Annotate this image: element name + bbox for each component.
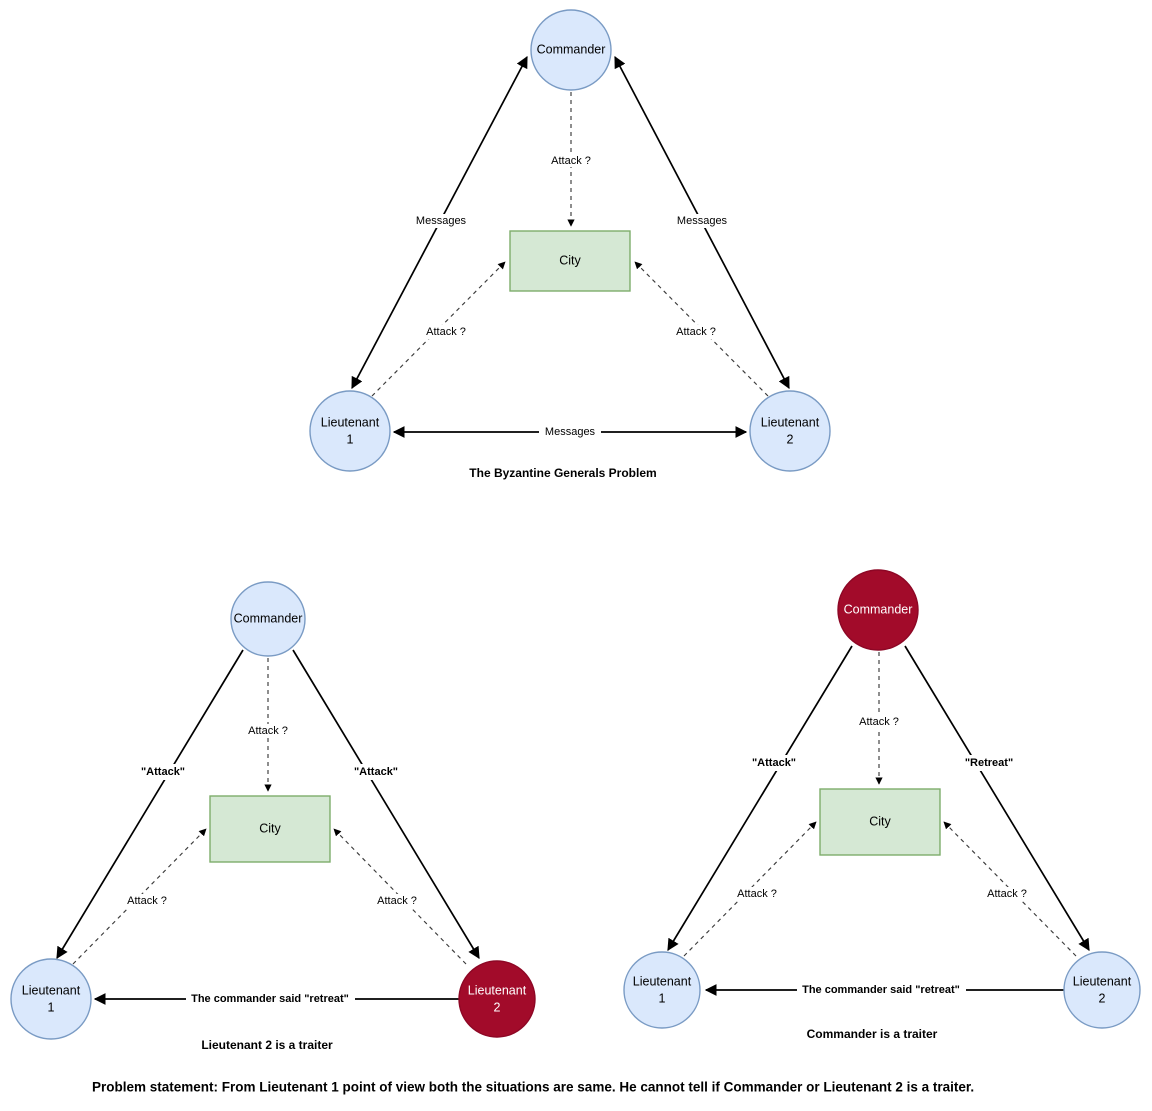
br-edge-commander-to-lieutenant1: "Attack": [667, 645, 853, 952]
br-edge-lieutenant2-to-city: Attack ?: [943, 821, 1077, 957]
br-edge-label-commander-city: Attack ?: [859, 716, 899, 728]
edge-lieutenant2-commander: Messages: [614, 55, 790, 390]
bl-edge-label-retreat: The commander said "retreat": [191, 993, 349, 1005]
bl-edge-commander-to-lieutenant2: "Attack": [292, 649, 480, 960]
node-label-lieutenant2-line2: 2: [787, 432, 794, 446]
br-node-label-city: City: [869, 814, 891, 828]
bl-node-label-commander: Commander: [234, 611, 303, 625]
node-lieutenant2-top[interactable]: Lieutenant 2: [749, 390, 831, 472]
caption-bottom-left-diagram: Lieutenant 2 is a traiter: [201, 1038, 333, 1052]
node-label-lieutenant2-line1: Lieutenant: [761, 415, 820, 429]
br-node-label-commander: Commander: [844, 602, 913, 616]
bl-node-label-lieutenant1-line2: 1: [48, 1000, 55, 1014]
edge-label-lt-messages: Messages: [545, 426, 596, 438]
br-edge-commander-to-city: Attack ?: [854, 652, 904, 785]
br-edge-label-retreat-edge: "Retreat": [965, 757, 1013, 769]
br-node-label-lieutenant1-line1: Lieutenant: [633, 974, 692, 988]
br-node-commander[interactable]: Commander: [837, 569, 919, 651]
node-label-commander: Commander: [537, 42, 606, 56]
edge-label-lt2-city: Attack ?: [676, 326, 716, 338]
bottom-left-diagram: Attack ? "Attack" "Attack" Attack ?: [10, 581, 536, 1052]
bl-node-label-lieutenant2-line1: Lieutenant: [468, 983, 527, 997]
node-lieutenant1-top[interactable]: Lieutenant 1: [309, 390, 391, 472]
bl-node-label-lieutenant2-line2: 2: [494, 1000, 501, 1014]
br-node-city[interactable]: City: [819, 788, 941, 856]
edge-lieutenant1-lieutenant2: Messages: [392, 425, 748, 439]
bl-edge-label-attack-left: "Attack": [141, 766, 185, 778]
bl-node-commander[interactable]: Commander: [230, 581, 306, 657]
br-edge-commander-to-lieutenant2: "Retreat": [904, 645, 1090, 952]
bl-edge-label-commander-city: Attack ?: [248, 725, 288, 737]
bl-node-city[interactable]: City: [209, 795, 331, 863]
caption-top-diagram: The Byzantine Generals Problem: [469, 466, 656, 480]
node-city-top[interactable]: City: [509, 230, 631, 292]
br-edge-label-lt1-city: Attack ?: [737, 888, 777, 900]
br-node-label-lieutenant1-line2: 1: [659, 991, 666, 1005]
bl-edge-lieutenant2-to-lieutenant1: The commander said "retreat": [93, 991, 459, 1007]
problem-statement: Problem statement: From Lieutenant 1 poi…: [92, 1080, 974, 1095]
br-edge-label-lt2-city: Attack ?: [987, 888, 1027, 900]
node-label-lieutenant1-line2: 1: [347, 432, 354, 446]
bl-node-lieutenant2[interactable]: Lieutenant 2: [458, 960, 536, 1038]
top-diagram: Attack ? Messages Messages Attack ?: [309, 9, 831, 480]
bl-edge-commander-to-lieutenant1: "Attack": [56, 649, 244, 960]
bl-edge-label-lt2-city: Attack ?: [377, 895, 417, 907]
caption-bottom-right-diagram: Commander is a traiter: [807, 1027, 938, 1041]
edge-label-lt1-city: Attack ?: [426, 326, 466, 338]
br-edge-lieutenant1-to-city: Attack ?: [683, 821, 817, 957]
bl-edge-lieutenant2-to-city: Attack ?: [333, 828, 467, 965]
bl-edge-label-lt1-city: Attack ?: [127, 895, 167, 907]
br-node-label-lieutenant2-line2: 2: [1099, 991, 1106, 1005]
edge-label-right-messages: Messages: [677, 215, 728, 227]
bl-node-label-lieutenant1-line1: Lieutenant: [22, 983, 81, 997]
br-edge-lieutenant2-to-lieutenant1: The commander said "retreat": [704, 982, 1065, 998]
br-edge-label-attack: "Attack": [752, 757, 796, 769]
edge-lieutenant2-to-city: Attack ?: [634, 261, 769, 397]
bl-node-label-city: City: [259, 821, 281, 835]
node-label-city: City: [559, 253, 581, 267]
bottom-right-diagram: Attack ? "Attack" "Retreat" Attack ?: [623, 569, 1141, 1041]
edge-commander-to-city: Attack ?: [546, 92, 596, 227]
edge-lieutenant1-to-city: Attack ?: [371, 261, 506, 397]
edge-lieutenant1-commander: Messages: [351, 55, 528, 390]
edge-label-commander-city: Attack ?: [551, 155, 591, 167]
edge-label-left-messages: Messages: [416, 215, 467, 227]
node-commander-top[interactable]: Commander: [530, 9, 612, 91]
node-label-lieutenant1-line1: Lieutenant: [321, 415, 380, 429]
br-node-label-lieutenant2-line1: Lieutenant: [1073, 974, 1132, 988]
bl-edge-lieutenant1-to-city: Attack ?: [72, 828, 207, 965]
br-node-lieutenant1[interactable]: Lieutenant 1: [623, 951, 701, 1029]
bl-edge-label-attack-right: "Attack": [354, 766, 398, 778]
bl-edge-commander-to-city: Attack ?: [243, 658, 293, 792]
bl-node-lieutenant1[interactable]: Lieutenant 1: [10, 958, 92, 1040]
br-edge-label-retreat: The commander said "retreat": [802, 984, 960, 996]
br-node-lieutenant2[interactable]: Lieutenant 2: [1063, 951, 1141, 1029]
